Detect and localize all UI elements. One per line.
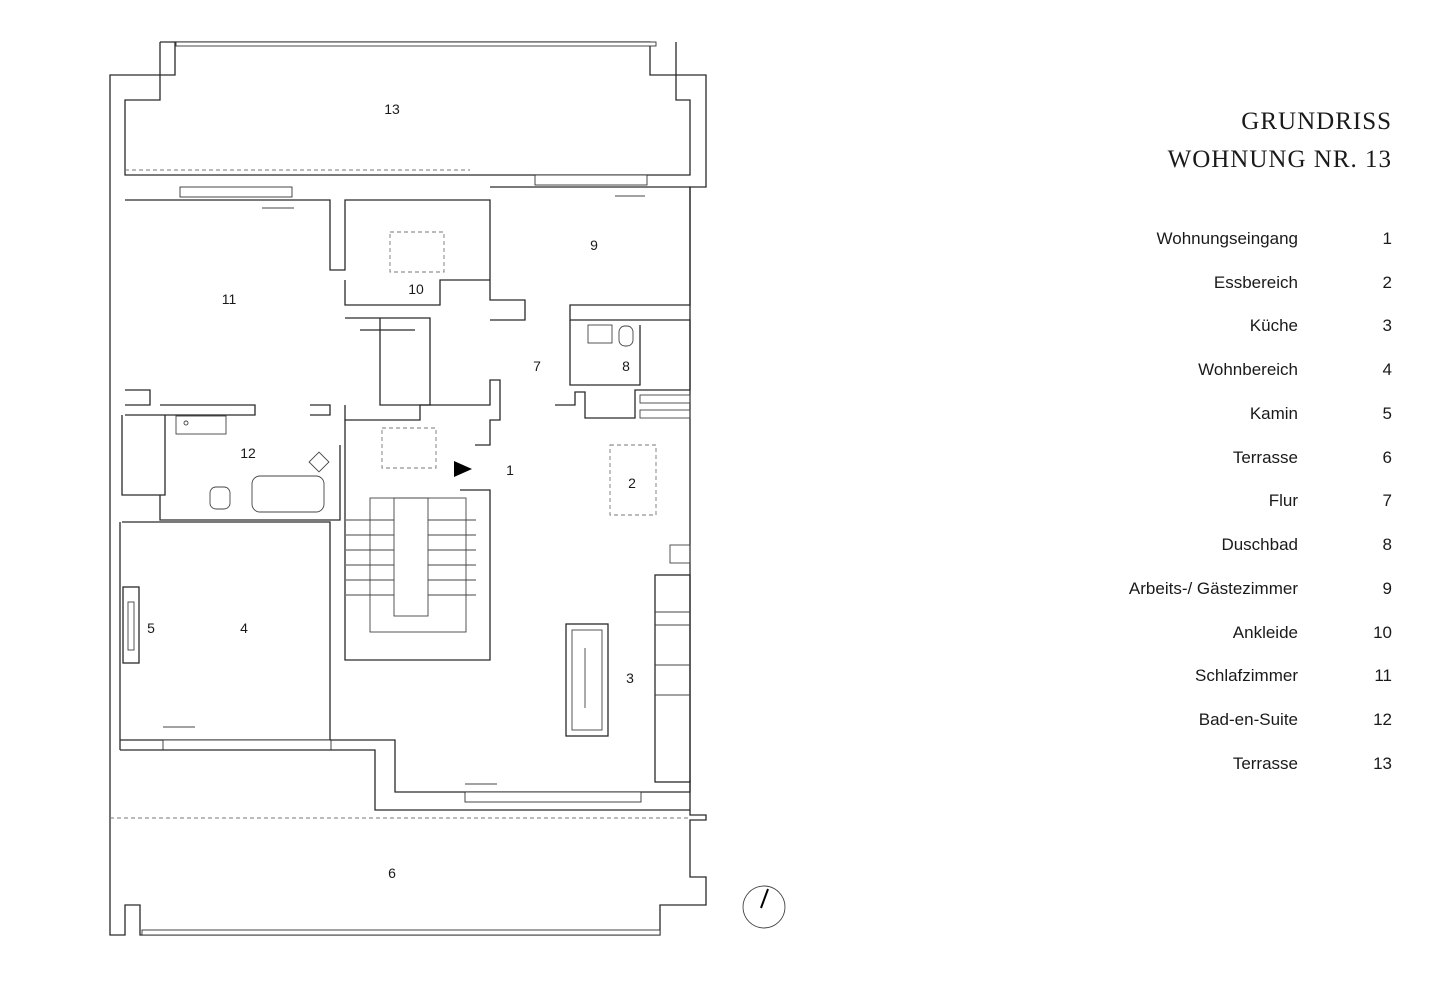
legend-row: Flur 7 bbox=[1080, 491, 1392, 515]
legend-label: Küche bbox=[1249, 316, 1298, 335]
kitchen-cabinet bbox=[654, 574, 691, 783]
legend-label: Wohnbereich bbox=[1198, 360, 1298, 379]
legend-number: 8 bbox=[1382, 535, 1392, 554]
legend-row: Kamin 5 bbox=[1080, 404, 1392, 428]
window-11 bbox=[179, 186, 293, 198]
legend-number: 5 bbox=[1382, 404, 1392, 423]
window-4 bbox=[162, 739, 332, 751]
north-arrow-icon bbox=[742, 885, 786, 929]
legend-label: Terrasse bbox=[1232, 754, 1298, 773]
fireplace bbox=[122, 586, 140, 664]
legend-row: Terrasse 6 bbox=[1080, 448, 1392, 472]
legend-label: Terrasse bbox=[1232, 448, 1298, 467]
room-label-3: 3 bbox=[626, 670, 634, 686]
kitchen-island bbox=[565, 623, 609, 737]
diamond-fixture bbox=[308, 451, 330, 473]
room-label-10: 10 bbox=[408, 281, 424, 297]
legend-number: 3 bbox=[1382, 316, 1392, 335]
legend-number: 12 bbox=[1373, 710, 1392, 729]
ceiling-outline-1 bbox=[381, 427, 437, 469]
ceiling-outline-10 bbox=[389, 231, 445, 273]
railing-top bbox=[175, 41, 657, 47]
legend-row: Wohnungseingang 1 bbox=[1080, 229, 1392, 253]
legend-label: Bad-en-Suite bbox=[1198, 710, 1298, 729]
legend-row: Essbereich 2 bbox=[1080, 273, 1392, 297]
room-label-5: 5 bbox=[147, 620, 155, 636]
room-label-1: 1 bbox=[506, 462, 514, 478]
window-9 bbox=[534, 174, 648, 186]
room-label-4: 4 bbox=[240, 620, 248, 636]
room-label-6: 6 bbox=[388, 865, 396, 881]
room-label-12: 12 bbox=[240, 445, 256, 461]
outer-wall bbox=[109, 41, 707, 936]
legend-label: Schlafzimmer bbox=[1195, 666, 1298, 685]
legend-label: Flur bbox=[1268, 491, 1298, 510]
legend-number: 9 bbox=[1382, 579, 1392, 598]
legend-label: Kamin bbox=[1249, 404, 1298, 423]
legend-label: Wohnungseingang bbox=[1156, 229, 1298, 248]
entrance-arrow-icon bbox=[454, 461, 472, 477]
legend-number: 11 bbox=[1374, 666, 1392, 685]
legend-number: 7 bbox=[1382, 491, 1392, 510]
stair-well bbox=[393, 497, 429, 617]
dining-area-outline bbox=[609, 444, 657, 516]
legend-number: 10 bbox=[1373, 623, 1392, 642]
legend-row: Wohnbereich 4 bbox=[1080, 360, 1392, 384]
room-label-11: 11 bbox=[222, 291, 237, 307]
legend-row: Ankleide 10 bbox=[1080, 623, 1392, 647]
legend-number: 13 bbox=[1373, 754, 1392, 773]
room-label-13: 13 bbox=[384, 101, 400, 117]
title-line-1: GRUNDRISS bbox=[1241, 108, 1392, 135]
legend-row: Duschbad 8 bbox=[1080, 535, 1392, 559]
room-label-8: 8 bbox=[622, 358, 630, 374]
legend-row: Küche 3 bbox=[1080, 316, 1392, 340]
room-label-9: 9 bbox=[590, 237, 598, 253]
railing-bottom bbox=[141, 929, 661, 936]
window-3 bbox=[464, 791, 642, 803]
legend-number: 2 bbox=[1382, 273, 1392, 292]
legend-row: Terrasse 13 bbox=[1080, 754, 1392, 778]
legend-label: Arbeits-/ Gästezimmer bbox=[1128, 579, 1298, 598]
title-line-2: WOHNUNG NR. 13 bbox=[1167, 146, 1392, 173]
room-label-7: 7 bbox=[533, 358, 541, 374]
legend-row: Arbeits-/ Gästezimmer 9 bbox=[1080, 579, 1392, 603]
legend-row: Schlafzimmer 11 bbox=[1080, 666, 1392, 690]
legend-number: 1 bbox=[1382, 229, 1392, 248]
legend-number: 6 bbox=[1382, 448, 1392, 467]
floor-plan: 1 2 3 4 5 6 7 8 9 10 11 12 13 bbox=[109, 41, 786, 936]
legend-row: Bad-en-Suite 12 bbox=[1080, 710, 1392, 734]
legend-number: 4 bbox=[1382, 360, 1392, 379]
legend-label: Ankleide bbox=[1232, 623, 1298, 642]
room-label-2: 2 bbox=[628, 475, 636, 491]
legend-label: Essbereich bbox=[1213, 273, 1298, 292]
legend-label: Duschbad bbox=[1221, 535, 1298, 554]
